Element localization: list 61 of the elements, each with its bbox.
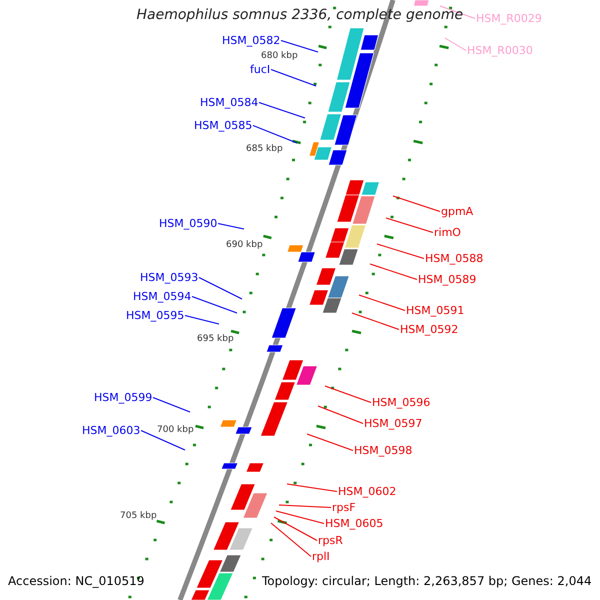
scale-label: 685 kbp (246, 144, 283, 155)
gene-label: HSM_R0029 (476, 12, 542, 25)
gene-label: HSM_0584 (200, 96, 258, 109)
gene-label: HSM_0588 (425, 252, 484, 265)
leader-line (280, 40, 318, 52)
leader-line (370, 264, 418, 280)
gene-label: HSM_0589 (418, 273, 476, 286)
gene-label: gpmA (441, 205, 474, 218)
gene-label: rpsR (318, 534, 343, 547)
gene-label: HSM_0598 (354, 444, 412, 457)
leader-line (440, 6, 476, 19)
genome-stats-text: Topology: circular; Length: 2,263,857 bp; Genes: 2,044 (262, 575, 592, 588)
gene-label: HSM_0591 (406, 304, 464, 317)
gene-label: HSM_0596 (372, 396, 430, 409)
leader-line (252, 125, 298, 144)
leader-line (392, 196, 440, 212)
leader-line (278, 504, 332, 508)
scale-label: 690 kbp (226, 240, 263, 251)
gene-label: fucI (250, 63, 270, 76)
leader-line (152, 397, 190, 412)
gene-label: HSM_0599 (94, 391, 152, 404)
leader-line (376, 244, 424, 259)
leader-line (192, 296, 238, 314)
leader-line (270, 69, 316, 86)
leader-line (258, 102, 306, 118)
leader-line (358, 294, 406, 311)
leader-line (274, 516, 318, 541)
leader-line (324, 386, 372, 403)
leader-line (386, 218, 434, 233)
scale-label: 705 kbp (120, 511, 157, 522)
gene-label: HSM_0595 (126, 309, 184, 322)
scale-label: 700 kbp (157, 425, 194, 436)
gene-label: HSM_0593 (140, 271, 198, 284)
gene-label: HSM_0605 (325, 517, 384, 530)
gene-label: HSM_0602 (338, 485, 396, 498)
accession-text: Accession: NC_010519 (8, 575, 144, 588)
leader-line (198, 277, 242, 300)
gene-label: HSM_0594 (133, 290, 192, 303)
leader-line (184, 315, 220, 324)
leader-line (318, 406, 364, 424)
leader-line (140, 430, 186, 450)
leader-line (270, 522, 312, 557)
leader-line (218, 223, 244, 230)
scale-label: 680 kbp (261, 51, 298, 62)
gene-label: HSM_0603 (82, 424, 140, 437)
gene-label: HSM_0585 (194, 119, 252, 132)
leader-line (444, 38, 466, 51)
leader-line (306, 434, 354, 451)
gene-label: HSM_0582 (222, 34, 280, 47)
leader-line (276, 510, 324, 524)
gene-label: rimO (434, 226, 461, 239)
gene-label: rpsF (332, 501, 356, 514)
gene-label: HSM_0592 (400, 323, 458, 336)
scale-label: 695 kbp (197, 334, 234, 345)
leader-line (286, 484, 338, 492)
gene-label: rplI (312, 550, 330, 563)
gene-label: HSM_R0030 (467, 44, 533, 57)
gene-label: HSM_0597 (364, 417, 422, 430)
leader-line (352, 312, 400, 330)
gene-label: HSM_0590 (159, 217, 218, 230)
title: Haemophilus somnus 2336, complete genome (136, 9, 464, 22)
